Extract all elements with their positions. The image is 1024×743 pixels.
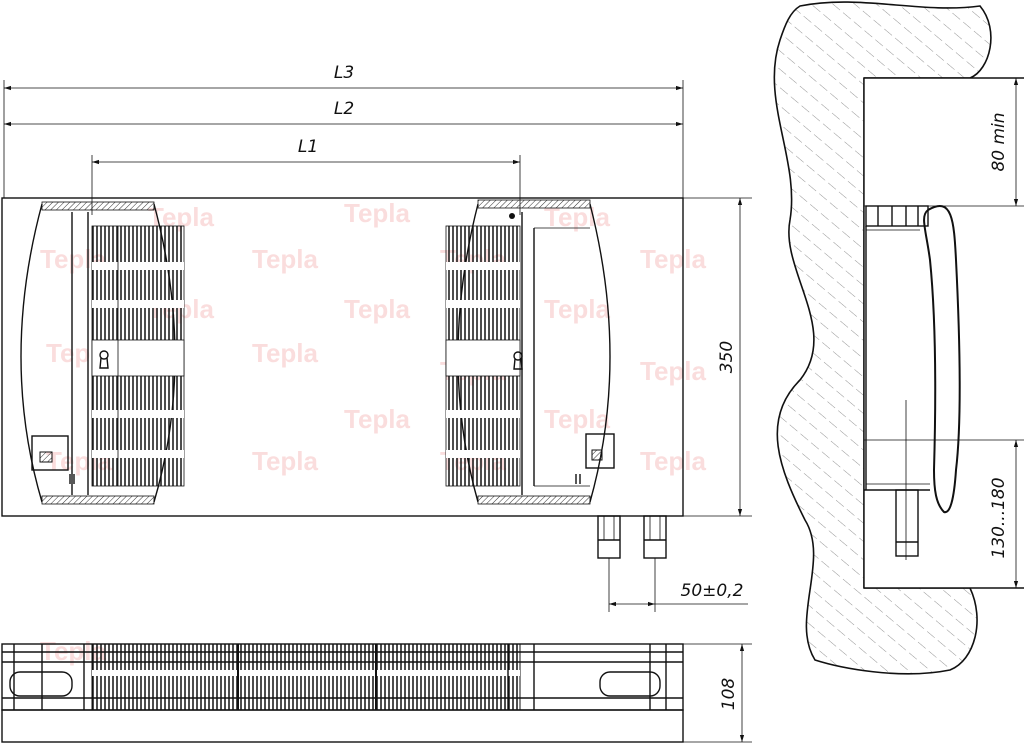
top-view: 108 (1, 643, 752, 743)
watermark-text: Tepla (544, 404, 611, 434)
front-panel (923, 204, 961, 514)
pipe-spacing-label: 50±0,2 (681, 581, 744, 601)
side-section: 80 min 130...180 (773, 1, 1024, 675)
watermark-text: Tepla (640, 446, 707, 476)
watermark-text: Tepla (544, 294, 611, 324)
floor-gap-label: 130...180 (989, 477, 1009, 558)
watermark-text: Tepla (344, 294, 411, 324)
front-body (1, 197, 684, 517)
l1-label: L1 (298, 137, 318, 157)
wall-gap-label: 80 min (989, 112, 1009, 171)
wall-section (773, 1, 992, 675)
watermark-text: Tepla (344, 404, 411, 434)
height-label: 350 (717, 341, 737, 373)
l3-label: L3 (334, 63, 354, 83)
watermark-text: Tepla (640, 244, 707, 274)
watermark-text: Tepla (252, 446, 319, 476)
watermark-text: Tepla (640, 356, 707, 386)
depth-label: 108 (719, 678, 739, 711)
watermark-text: Tepla (344, 198, 411, 228)
watermark-text: Tepla (252, 338, 319, 368)
l2-label: L2 (334, 99, 354, 119)
front-view: L3 L2 L1 (1, 63, 752, 612)
watermark-text: Tepla (252, 244, 319, 274)
